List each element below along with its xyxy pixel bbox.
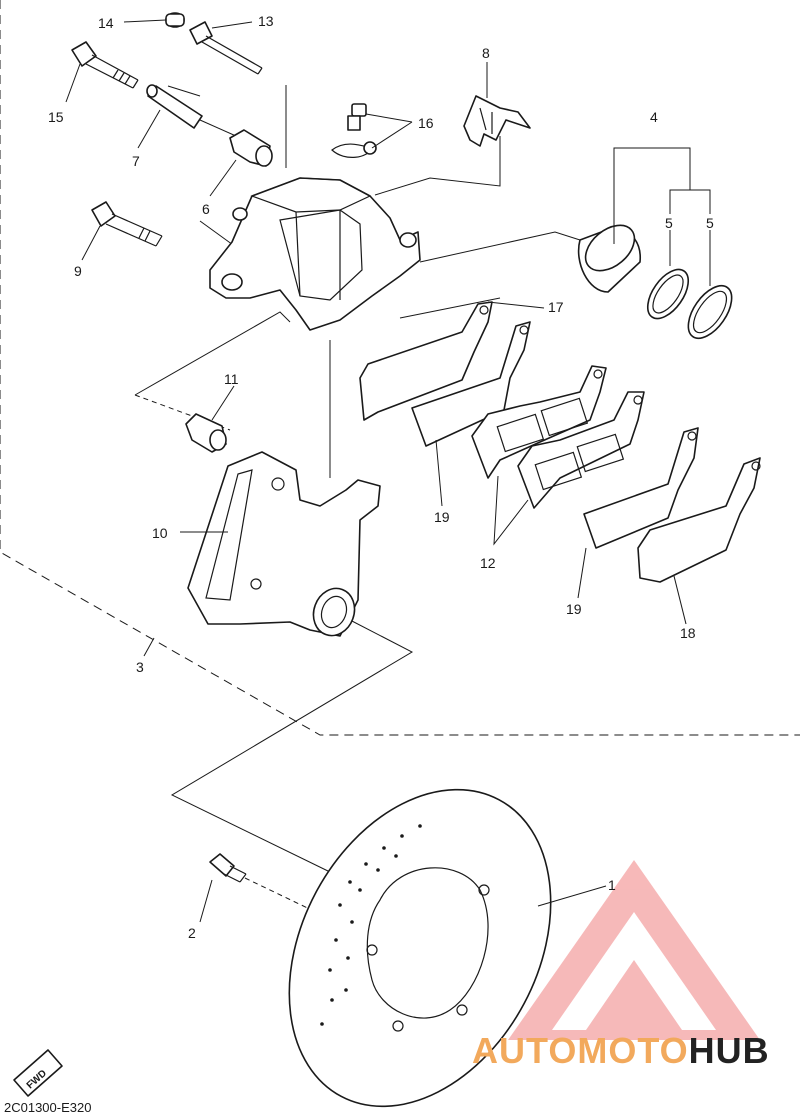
- part-5-seal-1: [646, 268, 690, 320]
- part-8-pad-spring: [463, 95, 531, 147]
- part-18-pad-shim: [637, 457, 761, 583]
- part-14-bleed-cap: [165, 12, 185, 28]
- callout-6: 6: [202, 201, 210, 217]
- brand-text-part2: HUB: [688, 1030, 770, 1071]
- part-17-pad-shim: [359, 301, 493, 421]
- part-11-support-bolt: [185, 413, 227, 453]
- part-5-seal-2: [687, 284, 733, 340]
- callout-4: 4: [650, 109, 658, 125]
- brand-text-part1: AUTOMOTO: [472, 1030, 689, 1071]
- watermark-logo-icon: [508, 860, 760, 1040]
- callout-17: 17: [548, 299, 564, 315]
- part-1-brake-disc: [288, 788, 552, 1108]
- callout-8: 8: [482, 45, 490, 61]
- part-6-boot: [229, 129, 273, 167]
- watermark-brand-text: AUTOMOTOHUB: [472, 1030, 770, 1072]
- part-2-disc-bolt: [209, 853, 247, 883]
- part-9-bolt: [91, 201, 163, 247]
- part-12-brake-pad-2: [517, 391, 645, 509]
- fwd-arrow-icon: FWD: [13, 1049, 63, 1097]
- assembly-lines: [134, 85, 581, 939]
- assembly-boundary: [0, 0, 800, 736]
- callout-14: 14: [98, 15, 114, 31]
- callout-leaders: [65, 19, 711, 923]
- callout-5-a: 5: [665, 215, 673, 231]
- callout-16: 16: [418, 115, 434, 131]
- callout-5-b: 5: [706, 215, 714, 231]
- callout-19-a: 19: [434, 509, 450, 525]
- callout-7: 7: [132, 153, 140, 169]
- part-12-brake-pad-1: [471, 365, 607, 479]
- disc-vent-holes: [320, 824, 422, 1026]
- callout-2: 2: [188, 925, 196, 941]
- part-15-bolt: [71, 41, 139, 89]
- callout-19-b: 19: [566, 601, 582, 617]
- part-13-bleed-screw: [189, 21, 263, 75]
- callout-numbers: 14 13 15 7 6 9 16 8 4 5 5 17 11 10 19 12…: [48, 13, 714, 941]
- callout-15: 15: [48, 109, 64, 125]
- callout-13: 13: [258, 13, 274, 29]
- part-10-caliper-bracket: [187, 451, 381, 637]
- drawing-code: 2C01300-E320: [4, 1100, 92, 1115]
- part-19-insulator-upper: [411, 321, 531, 447]
- part-16-bleed-assembly: [331, 103, 377, 158]
- callout-10: 10: [152, 525, 168, 541]
- part-3-caliper-body: [209, 177, 421, 331]
- callout-1: 1: [608, 877, 616, 893]
- callout-12: 12: [480, 555, 496, 571]
- part-19-insulator-lower: [583, 427, 699, 549]
- callout-11: 11: [224, 371, 239, 387]
- part-7-slide-pin: [146, 84, 203, 129]
- callout-3: 3: [136, 659, 144, 675]
- callout-9: 9: [74, 263, 82, 279]
- callout-18: 18: [680, 625, 696, 641]
- part-4-piston: [577, 224, 641, 293]
